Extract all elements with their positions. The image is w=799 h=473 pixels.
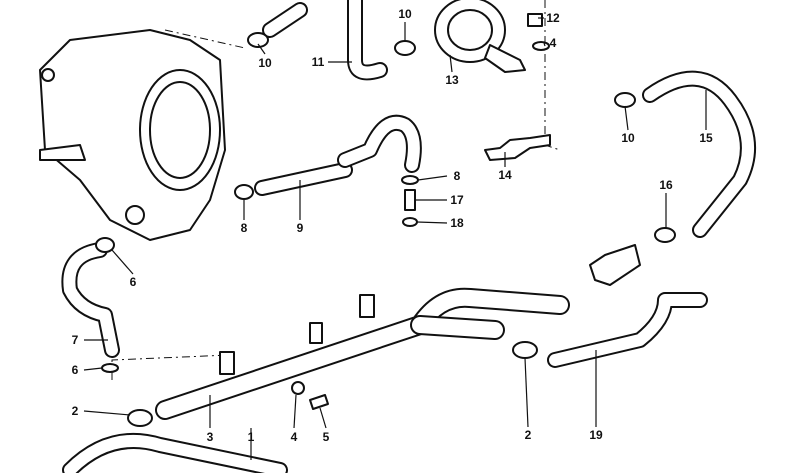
callout-1: 1	[248, 430, 255, 444]
small-parts	[101, 134, 641, 410]
callout-10: 10	[258, 56, 272, 70]
callout-14: 14	[498, 168, 512, 182]
callout-17: 17	[450, 193, 464, 207]
callout-2: 2	[525, 428, 532, 442]
leader-lines	[83, 17, 707, 460]
callout-15: 15	[699, 131, 713, 145]
callout-16: 16	[659, 178, 673, 192]
callout-labels: 10 10 11 12 4 13 10 15 14 8 17 18 16 8 9…	[72, 7, 713, 444]
callout-9: 9	[297, 221, 304, 235]
callout-6: 6	[130, 275, 137, 289]
callout-7: 7	[72, 333, 79, 347]
callout-8: 8	[241, 221, 248, 235]
callout-6: 6	[72, 363, 79, 377]
callout-2: 2	[72, 404, 79, 418]
guide-line	[111, 354, 231, 380]
callout-10: 10	[621, 131, 635, 145]
hoses	[61, 0, 756, 473]
callout-18: 18	[450, 216, 464, 230]
callout-19: 19	[589, 428, 603, 442]
callout-4: 4	[291, 430, 298, 444]
callout-4: 4	[550, 36, 557, 50]
vacuum-unit	[434, 0, 550, 73]
callout-3: 3	[207, 430, 214, 444]
hose-clamps	[95, 32, 676, 427]
coolant-pipe	[155, 287, 570, 420]
throttle-body	[39, 29, 226, 241]
callout-5: 5	[323, 430, 330, 444]
guide-line	[164, 29, 246, 49]
callout-13: 13	[445, 73, 459, 87]
callout-12: 12	[546, 11, 560, 25]
callout-10: 10	[398, 7, 412, 21]
callout-11: 11	[312, 55, 325, 69]
callout-8: 8	[454, 169, 461, 183]
